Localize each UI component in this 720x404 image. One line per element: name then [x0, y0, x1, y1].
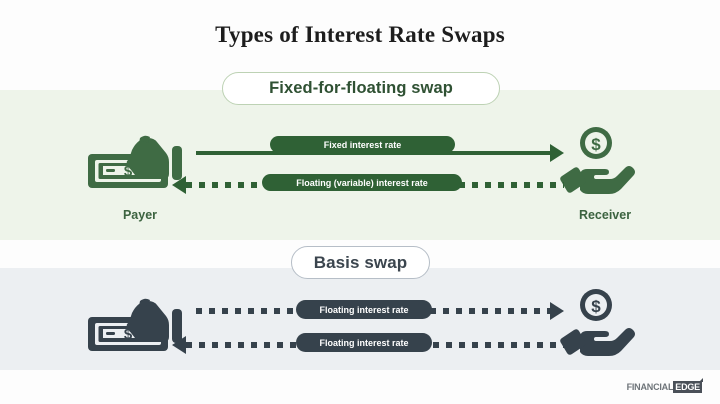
page-title: Types of Interest Rate Swaps	[215, 22, 505, 47]
svg-text:$: $	[124, 326, 133, 343]
hand-holding-cash-icon-basis: $	[88, 295, 184, 362]
pill-floating-interest-rate-bottom: Floating interest rate	[296, 333, 432, 352]
pill-floating-variable-interest-rate: Floating (variable) interest rate	[262, 174, 462, 191]
logo-tick-icon	[699, 378, 703, 382]
hand-receiving-coin-icon-basis: $	[560, 288, 640, 363]
badge-fixed-for-floating: Fixed-for-floating swap	[222, 72, 500, 105]
flow-line-solid	[196, 151, 550, 155]
label-receiver: Receiver	[578, 208, 632, 222]
badge-basis-swap: Basis swap	[291, 246, 430, 279]
pill-fixed-interest-rate: Fixed interest rate	[270, 136, 455, 153]
logo-word-edge: EDGE	[673, 378, 703, 393]
label-payer: Payer	[122, 208, 158, 222]
arrow-left-icon	[172, 176, 186, 194]
hand-holding-cash-icon: $	[88, 132, 184, 199]
arrow-right-icon	[550, 144, 564, 162]
arrow-left-icon	[172, 336, 186, 354]
svg-text:$: $	[591, 297, 601, 316]
svg-text:$: $	[124, 163, 133, 180]
financial-edge-logo: FINANCIAL EDGE	[626, 378, 703, 393]
pill-floating-interest-rate-top: Floating interest rate	[296, 300, 432, 319]
logo-word-financial: FINANCIAL	[626, 382, 674, 392]
logo-edge-text: EDGE	[675, 382, 700, 392]
arrow-right-icon	[550, 302, 564, 320]
flow-fixed-interest-rate	[196, 142, 564, 164]
svg-text:$: $	[591, 135, 601, 154]
hand-receiving-coin-icon: $	[560, 126, 640, 201]
